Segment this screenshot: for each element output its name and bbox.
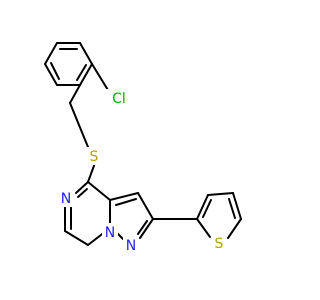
atom-labels: Cl S N N N S bbox=[58, 89, 227, 254]
bond bbox=[232, 192, 242, 220]
thiophene-sulfur-atom-label: S bbox=[215, 236, 224, 252]
bond bbox=[227, 218, 242, 239]
bond bbox=[196, 194, 209, 220]
thioether-sulfur-atom-label: S bbox=[90, 149, 99, 165]
bond bbox=[137, 220, 148, 235]
bonds bbox=[44, 42, 242, 246]
bond bbox=[87, 181, 111, 201]
bond bbox=[69, 84, 81, 104]
molecule-canvas: Cl S N N N S bbox=[44, 42, 242, 254]
bond bbox=[207, 192, 234, 196]
bond bbox=[69, 102, 89, 148]
bond bbox=[64, 230, 89, 246]
bond bbox=[137, 192, 154, 220]
bond bbox=[202, 199, 212, 218]
bond bbox=[44, 63, 58, 86]
bond bbox=[76, 64, 87, 81]
bond bbox=[139, 218, 154, 239]
bond bbox=[196, 218, 211, 238]
bond bbox=[79, 63, 93, 86]
bond bbox=[109, 192, 139, 201]
bond bbox=[75, 181, 89, 194]
bond bbox=[77, 188, 88, 198]
bridgehead-nitrogen-atom-label: N bbox=[105, 225, 115, 241]
pyrazole-nitrogen-atom-label: N bbox=[126, 238, 136, 254]
chlorine-atom-label: Cl bbox=[112, 91, 126, 107]
bond bbox=[79, 42, 93, 65]
bond bbox=[87, 162, 96, 183]
bond bbox=[228, 198, 236, 219]
bond bbox=[44, 42, 58, 65]
bond bbox=[50, 62, 60, 80]
molecule-structure: Cl S N N N S bbox=[44, 42, 242, 254]
pyrazine-nitrogen-atom-label: N bbox=[61, 191, 71, 207]
bond bbox=[115, 198, 137, 206]
